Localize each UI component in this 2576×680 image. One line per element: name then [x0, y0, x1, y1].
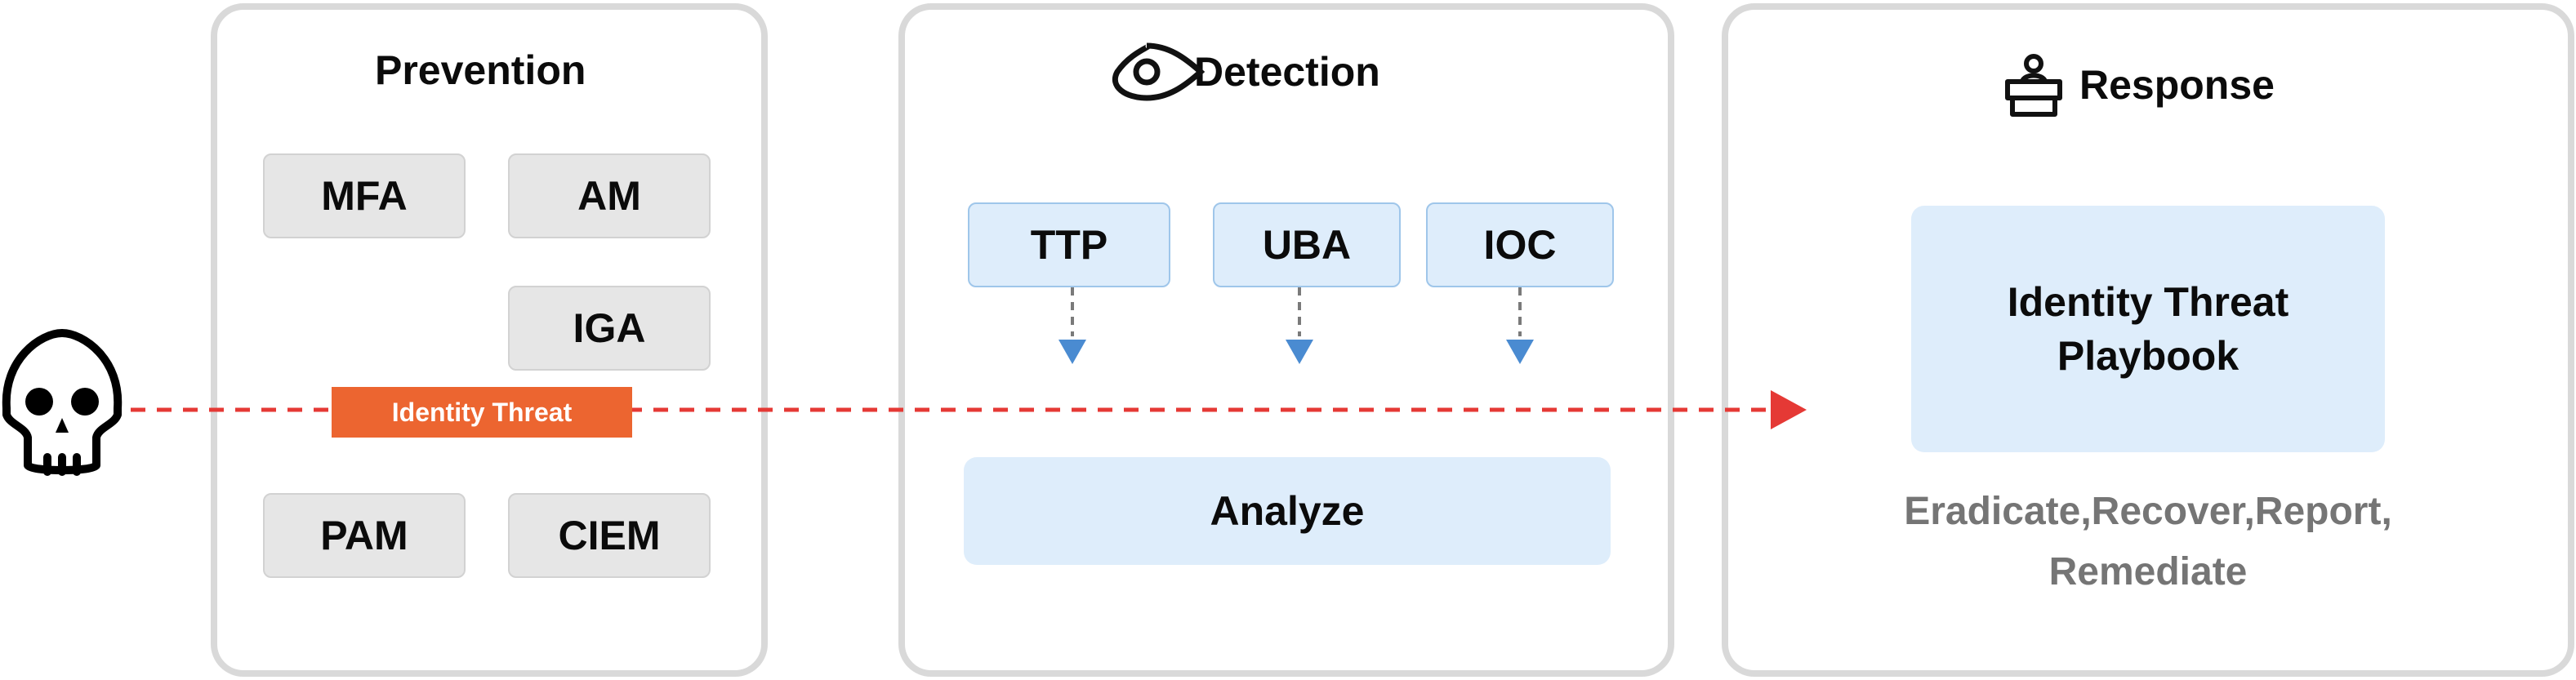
- response-title: Response: [2079, 62, 2275, 108]
- playbook-box: Identity Threat Playbook: [1911, 206, 2385, 452]
- response-actions: Eradicate,Recover,Report, Remediate: [1797, 482, 2499, 602]
- playbook-line-1: Identity Threat: [2007, 279, 2289, 325]
- uba-down-arrow: [1286, 287, 1313, 364]
- podium-speaker-icon: [2005, 54, 2062, 117]
- ttp-down-arrow: [1058, 287, 1086, 364]
- eye-icon: [1112, 42, 1206, 101]
- detection-title: Detection: [1194, 49, 1380, 95]
- iga-box: IGA: [508, 286, 711, 371]
- uba-box: UBA: [1213, 202, 1401, 287]
- ioc-down-arrow: [1506, 287, 1534, 364]
- ioc-box: IOC: [1426, 202, 1614, 287]
- response-actions-line-2: Remediate: [2048, 550, 2248, 593]
- skull-icon: [2, 329, 123, 476]
- pam-box: PAM: [263, 493, 466, 578]
- ciem-box: CIEM: [508, 493, 711, 578]
- prevention-title: Prevention: [375, 47, 586, 93]
- response-actions-line-1: Eradicate,Recover,Report,: [1904, 490, 2392, 533]
- skull-eyes: [25, 388, 99, 433]
- mfa-box: MFA: [263, 153, 466, 238]
- playbook-line-2: Playbook: [2057, 333, 2240, 379]
- threat-arrowhead: [1771, 390, 1807, 429]
- identity-threat-label: Identity Threat: [332, 387, 632, 438]
- analyze-box: Analyze: [964, 457, 1611, 565]
- am-box: AM: [508, 153, 711, 238]
- ttp-box: TTP: [968, 202, 1170, 287]
